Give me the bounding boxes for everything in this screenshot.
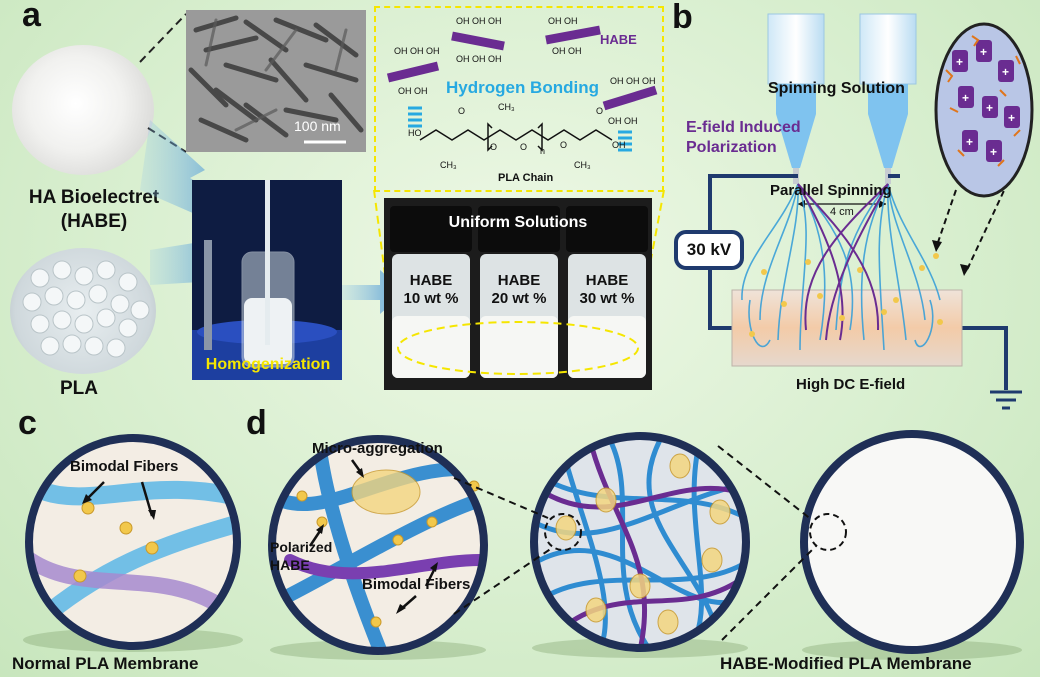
svg-text:OH OH: OH OH [548,16,578,26]
efield-line1: E-field Induced [686,119,801,136]
uniform-solutions-label: Uniform Solutions [448,214,588,231]
svg-text:CH₃: CH₃ [498,102,515,112]
vial-2-label: HABE 20 wt % [480,272,558,308]
svg-text:+: + [1002,65,1009,79]
habe-bar [386,61,440,83]
voltage-box [674,230,744,270]
svg-text:OH OH OH: OH OH OH [394,46,440,56]
homogenization-photo: Homogenization [192,180,342,380]
drum-collector [732,290,962,366]
vial-3-conc: 30 wt % [579,290,635,307]
hydrogen-bonding-box [374,6,664,192]
svg-text:CH₃: CH₃ [440,160,457,170]
svg-text:OH: OH [612,140,626,150]
svg-text:+: + [966,135,973,149]
svg-text:OH OH OH: OH OH OH [456,54,502,64]
svg-text:+: + [962,91,969,105]
parallel-spinning-label: Parallel Spinning [770,182,892,199]
panel-letter-a: a [22,0,41,34]
high-dc-label: High DC E-field [796,376,906,393]
tem-image: 100 nm [186,10,366,152]
svg-text:OH OH: OH OH [398,86,428,96]
vial-2-conc: 20 wt % [491,290,547,307]
spinning-solution-label: Spinning Solution [768,80,905,97]
efield-line2: Polarization [686,139,777,156]
habe-bar [602,85,658,111]
vial-2-name: HABE [497,272,541,289]
syringe-right [859,13,917,184]
efield-polarization-label: E-field Induced Polarization [686,118,801,158]
d-bimodal-fibers-label: Bimodal Fibers [362,576,471,593]
homogenization-label: Homogenization [205,356,331,373]
svg-text:O: O [596,106,603,116]
vials-photo: Uniform Solutions HABE 10 wt % HABE 20 w… [384,198,652,390]
polarized-habe-label: Polarized HABE [270,538,332,574]
ha-label-line2: (HABE) [60,211,128,232]
svg-text:O: O [458,106,465,116]
svg-text:O: O [560,140,567,150]
scale-bar-label: 100 nm [294,118,341,134]
habe-bar [451,31,505,51]
svg-text:OH OH OH: OH OH OH [610,76,656,86]
hydrogen-bonding-label: Hydrogen Bonding [446,78,599,97]
pla-pellets-photo [10,248,156,374]
svg-text:CH₃: CH₃ [574,160,591,170]
svg-text:+: + [1008,111,1015,125]
polarized-line2: HABE [270,557,310,573]
vial-3-name: HABE [585,272,629,289]
svg-text:+: + [980,45,987,59]
vial-1-label: HABE 10 wt % [392,272,470,308]
svg-text:+: + [986,101,993,115]
panel-letter-d: d [246,404,267,442]
habe-membrane-caption: HABE-Modified PLA Membrane [720,654,972,673]
panel-letter-c: c [18,404,37,442]
svg-text:OH OH: OH OH [552,46,582,56]
normal-membrane-caption: Normal PLA Membrane [12,654,199,673]
c-bimodal-fibers-label: Bimodal Fibers [70,458,179,475]
svg-text:OH OH OH: OH OH OH [456,16,502,26]
vial-3-label: HABE 30 wt % [568,272,646,308]
habe-bar [545,25,601,45]
svg-text:HO: HO [408,128,422,138]
pla-label: PLA [60,378,98,399]
vial-1-name: HABE [409,272,453,289]
svg-text:OH OH: OH OH [608,116,638,126]
svg-text:+: + [956,55,963,69]
micro-aggregation-label: Micro-aggregation [312,440,443,457]
habe-tag: HABE [600,32,637,47]
pla-chain-label: PLA Chain [498,172,554,184]
voltage-label: 30 kV [686,240,732,259]
vial-1-conc: 10 wt % [403,290,459,307]
svg-text:O: O [490,142,497,152]
ha-powder-photo [12,45,154,175]
svg-text:O: O [520,142,527,152]
polarized-line1: Polarized [270,539,333,555]
ha-label-line1: HA Bioelectret [28,187,160,208]
ha-bioelectret-label: HA Bioelectret (HABE) [14,186,174,234]
distance-label: 4 cm [830,206,854,218]
svg-text:+: + [990,145,997,159]
panel-letter-b: b [672,0,693,36]
